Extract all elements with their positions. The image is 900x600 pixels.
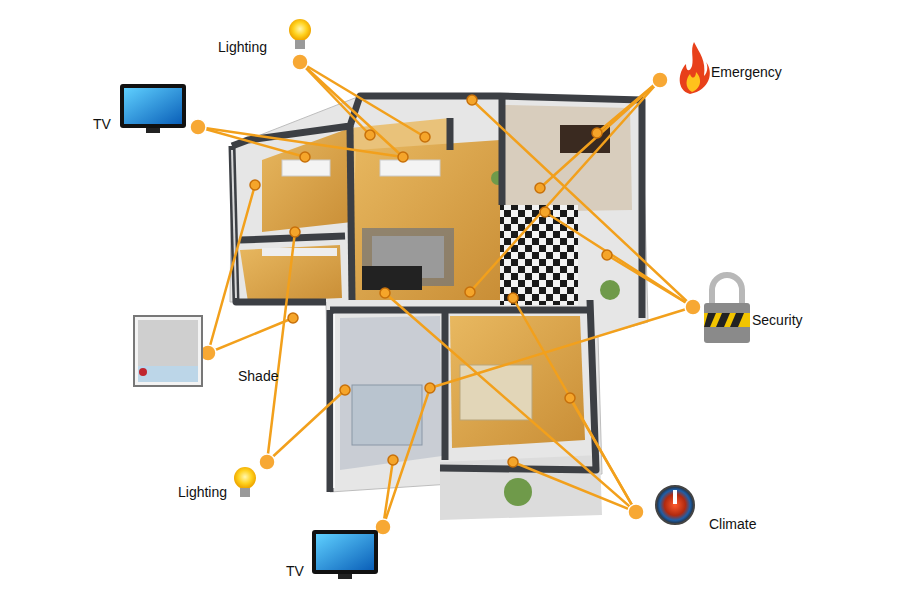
device-label: Climate bbox=[709, 516, 756, 532]
shade-icon bbox=[134, 316, 202, 386]
device-label: Security bbox=[752, 312, 803, 328]
device-label: Shade bbox=[238, 368, 278, 384]
tv-icon bbox=[120, 84, 186, 133]
bulb-icon bbox=[289, 19, 311, 49]
device-label: Lighting bbox=[218, 39, 267, 55]
lock-icon bbox=[704, 275, 750, 343]
device-label: Lighting bbox=[178, 484, 227, 500]
bulb-icon bbox=[234, 467, 256, 497]
climate-icon bbox=[656, 486, 694, 524]
flame-icon bbox=[680, 42, 710, 94]
device-label: Emergency bbox=[711, 64, 782, 80]
device-label: TV bbox=[286, 563, 304, 579]
tv-icon bbox=[312, 530, 378, 579]
device-label: TV bbox=[93, 116, 111, 132]
